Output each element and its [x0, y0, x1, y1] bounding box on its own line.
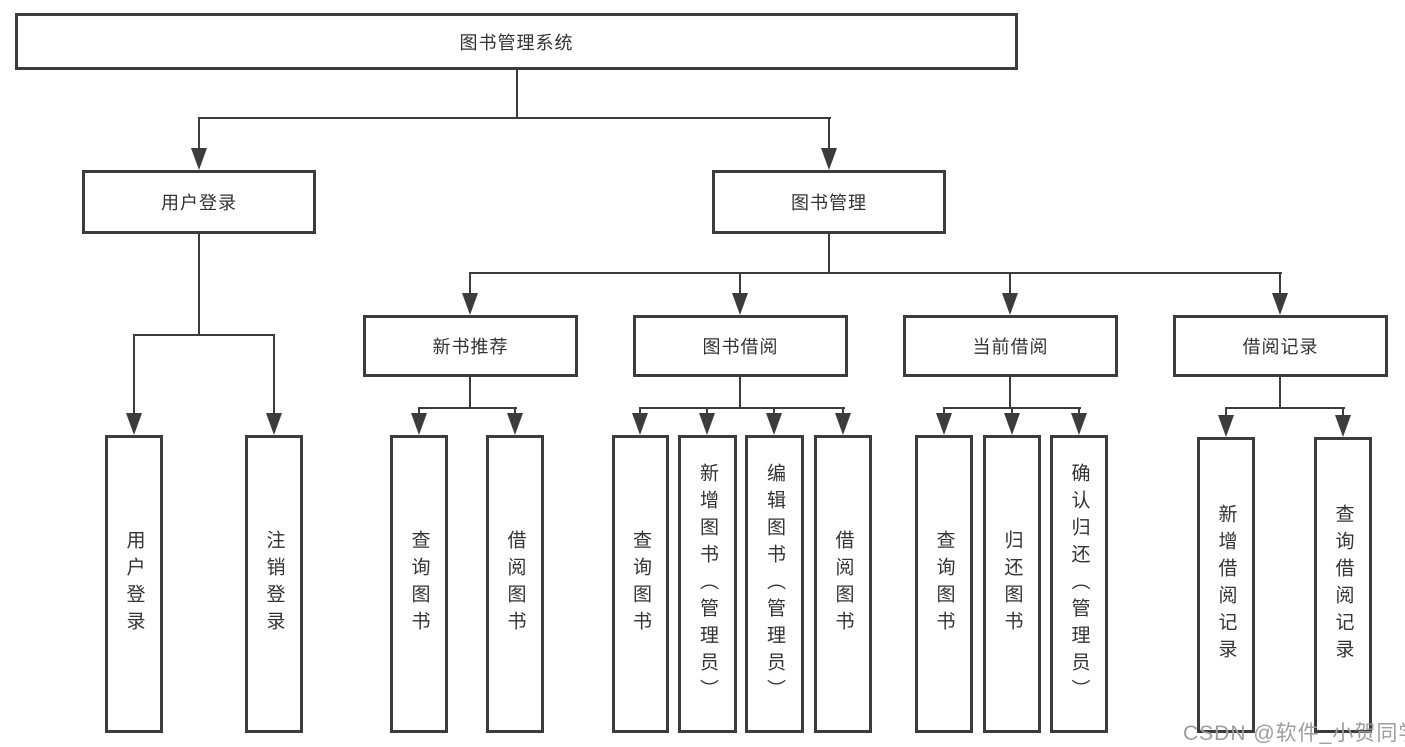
leaf-current-query-books: 查询图书 — [915, 435, 973, 733]
connector-line — [133, 334, 135, 418]
arrow-down-icon — [632, 413, 648, 435]
connector-line — [828, 117, 830, 152]
node-user-login: 用户登录 — [82, 170, 316, 234]
leaf-logout-label: 注销登录 — [263, 530, 285, 638]
leaf-newrec-query-books-label: 查询图书 — [408, 530, 430, 638]
leaf-confirm-return-admin-label: 确认归还（管理员） — [1068, 462, 1090, 706]
arrow-down-icon — [507, 413, 523, 435]
leaf-return-books-label: 归还图书 — [1001, 530, 1023, 638]
arrow-down-icon — [1002, 293, 1018, 315]
leaf-confirm-return-admin: 确认归还（管理员） — [1050, 435, 1108, 733]
arrow-down-icon — [1335, 415, 1351, 437]
arrow-down-icon — [835, 413, 851, 435]
node-user-login-label: 用户登录 — [161, 193, 237, 213]
arrow-down-icon — [266, 413, 282, 435]
leaf-user-login-label: 用户登录 — [123, 530, 145, 638]
leaf-borrowing-borrow-books: 借阅图书 — [814, 435, 872, 733]
arrow-down-icon — [766, 413, 782, 435]
leaf-edit-books-admin: 编辑图书（管理员） — [745, 435, 804, 733]
connector-line — [198, 117, 200, 152]
leaf-query-borrow-record-label: 查询借阅记录 — [1332, 504, 1354, 666]
connector-line — [469, 272, 1282, 274]
connector-line — [773, 407, 775, 417]
arrow-down-icon — [699, 413, 715, 435]
arrow-down-icon — [462, 293, 478, 315]
leaf-logout: 注销登录 — [245, 435, 303, 733]
node-root-label: 图书管理系统 — [459, 32, 574, 53]
connector-line — [514, 407, 516, 417]
arrow-down-icon — [936, 413, 952, 435]
connector-line — [1078, 407, 1080, 417]
leaf-borrowing-query-books-label: 查询图书 — [630, 530, 651, 638]
connector-line — [418, 407, 517, 409]
arrow-down-icon — [821, 148, 837, 170]
leaf-newrec-borrow-books: 借阅图书 — [486, 435, 544, 733]
leaf-edit-books-admin-label: 编辑图书（管理员） — [764, 462, 785, 706]
leaf-add-borrow-record-label: 新增借阅记录 — [1215, 504, 1237, 666]
node-root: 图书管理系统 — [15, 13, 1018, 70]
node-book-management: 图书管理 — [712, 170, 946, 234]
arrow-down-icon — [1004, 413, 1020, 435]
leaf-add-books-admin: 新增图书（管理员） — [678, 435, 737, 733]
leaf-add-books-admin-label: 新增图书（管理员） — [697, 462, 718, 706]
arrow-down-icon — [411, 413, 427, 435]
leaf-return-books: 归还图书 — [983, 435, 1041, 733]
connector-line — [1279, 272, 1281, 297]
arrow-down-icon — [126, 413, 142, 435]
leaf-borrowing-query-books: 查询图书 — [612, 435, 669, 733]
node-book-borrowing-label: 图书借阅 — [702, 337, 779, 357]
leaf-add-borrow-record: 新增借阅记录 — [1197, 437, 1255, 733]
node-new-book-recommend: 新书推荐 — [363, 315, 578, 377]
connector-line — [828, 234, 830, 274]
connector-line — [943, 407, 945, 417]
connector-line — [198, 234, 200, 336]
arrow-down-icon — [191, 148, 207, 170]
connector-line — [273, 334, 275, 418]
arrow-down-icon — [1272, 293, 1288, 315]
node-borrowing-records-label: 借阅记录 — [1242, 337, 1319, 357]
connector-line — [1225, 407, 1345, 409]
connector-line — [639, 407, 845, 409]
connector-line — [469, 272, 471, 297]
leaf-newrec-borrow-books-label: 借阅图书 — [504, 530, 526, 638]
connector-line — [739, 272, 741, 297]
leaf-borrowing-borrow-books-label: 借阅图书 — [832, 530, 854, 638]
connector-line — [1009, 377, 1011, 409]
node-new-book-recommend-label: 新书推荐 — [432, 337, 509, 357]
connector-line — [842, 407, 844, 417]
connector-line — [1225, 407, 1227, 417]
node-book-borrowing: 图书借阅 — [633, 315, 848, 377]
node-book-management-label: 图书管理 — [791, 193, 867, 213]
arrow-down-icon — [1071, 413, 1087, 435]
connector-line — [469, 377, 471, 409]
connector-line — [639, 407, 641, 417]
leaf-query-borrow-record: 查询借阅记录 — [1314, 437, 1372, 733]
leaf-user-login: 用户登录 — [105, 435, 163, 733]
node-current-borrowing-label: 当前借阅 — [972, 337, 1049, 357]
arrow-down-icon — [1218, 415, 1234, 437]
connector-line — [516, 70, 518, 118]
connector-line — [418, 407, 420, 417]
connector-line — [706, 407, 708, 417]
arrow-down-icon — [732, 293, 748, 315]
connector-line — [133, 334, 275, 336]
node-borrowing-records: 借阅记录 — [1173, 315, 1388, 377]
connector-line — [1009, 272, 1011, 297]
connector-line — [198, 117, 831, 119]
watermark: CSDN @软件_小贺同学 — [1183, 722, 1405, 745]
connector-line — [1342, 407, 1344, 417]
leaf-current-query-books-label: 查询图书 — [933, 530, 955, 638]
node-current-borrowing: 当前借阅 — [903, 315, 1118, 377]
connector-line — [1279, 377, 1281, 409]
connector-line — [739, 377, 741, 409]
connector-line — [1011, 407, 1013, 417]
leaf-newrec-query-books: 查询图书 — [390, 435, 448, 733]
